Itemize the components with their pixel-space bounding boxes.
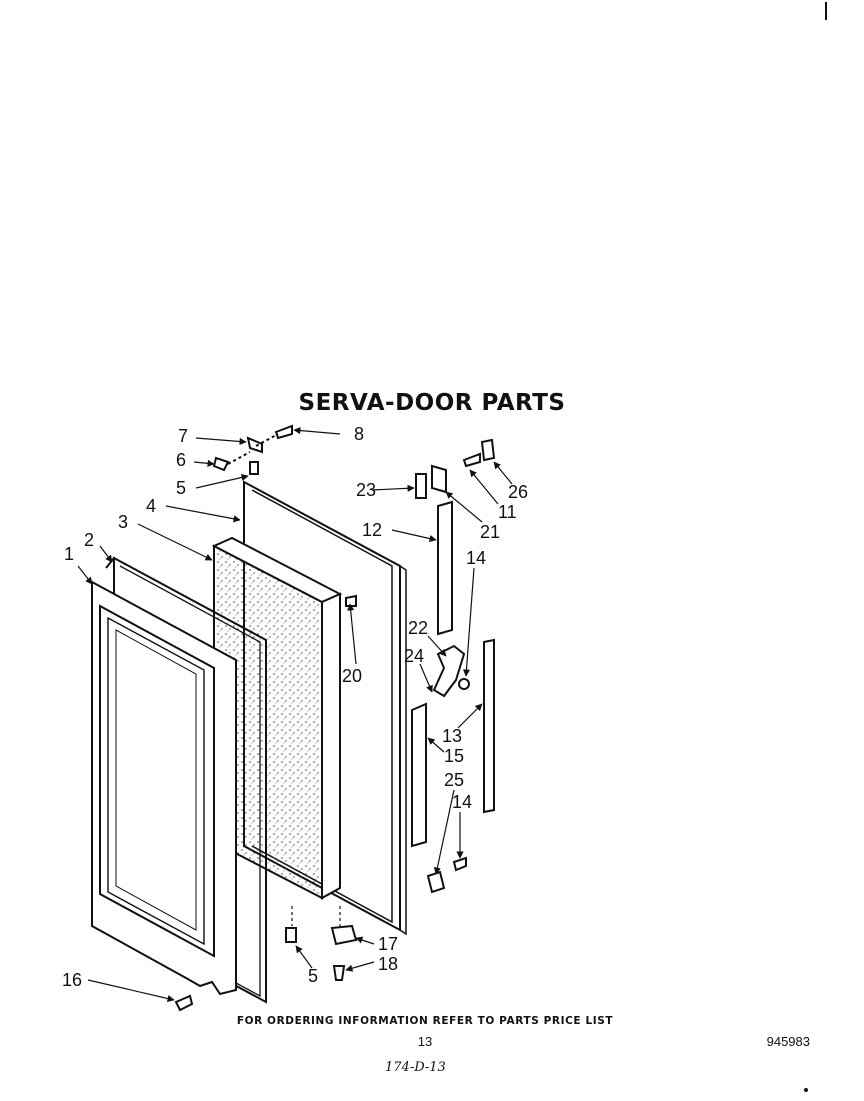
handwritten-code: 174-D-13 <box>385 1060 446 1075</box>
callout-5-bottom: 5 <box>308 966 318 986</box>
bottom-screw <box>332 965 346 981</box>
trim-strip <box>483 638 495 814</box>
callout-4: 4 <box>146 496 156 516</box>
callout-1: 1 <box>64 544 74 564</box>
lower-clip <box>426 870 446 894</box>
page-number: 13 <box>417 1034 433 1049</box>
callout-8: 8 <box>354 424 364 444</box>
callout-17: 17 <box>378 934 398 954</box>
callout-15: 15 <box>444 746 464 766</box>
bottom-hinge-bracket <box>330 924 358 946</box>
handle-upper <box>437 500 453 636</box>
lower-screw <box>452 856 467 872</box>
callout-5-top: 5 <box>176 478 186 498</box>
handle-lower <box>411 702 427 848</box>
insulation-panel <box>211 536 343 900</box>
lower-bushing <box>285 927 297 943</box>
leader-lines <box>77 426 513 1003</box>
callout-24: 24 <box>404 646 424 666</box>
callout-14-lower: 14 <box>452 792 472 812</box>
callout-7: 7 <box>178 426 188 446</box>
callout-12: 12 <box>362 520 382 540</box>
document-number: 945983 <box>766 1034 810 1049</box>
callout-25: 25 <box>444 770 464 790</box>
liner-screw <box>174 994 194 1012</box>
corner-dot <box>804 1088 808 1092</box>
handle-top-hardware <box>415 438 496 499</box>
ordering-note: FOR ORDERING INFORMATION REFER TO PARTS … <box>236 1015 614 1027</box>
fitting-screw <box>458 678 470 690</box>
callout-6: 6 <box>176 450 186 470</box>
callout-20: 20 <box>342 666 362 686</box>
top-hinge-hardware <box>212 424 293 475</box>
door-inner-liner <box>91 580 237 996</box>
callout-2: 2 <box>84 530 94 550</box>
callout-26: 26 <box>508 482 528 502</box>
callout-18: 18 <box>378 954 398 974</box>
page-title: SERVA-DOOR PARTS <box>298 390 566 416</box>
panel-screw <box>345 594 357 607</box>
callout-22: 22 <box>408 618 428 638</box>
callout-14-upper: 14 <box>466 548 486 568</box>
callout-13: 13 <box>442 726 462 746</box>
callout-3: 3 <box>118 512 128 532</box>
callout-11: 11 <box>498 502 517 522</box>
callout-23: 23 <box>356 480 376 500</box>
callout-16: 16 <box>62 970 82 990</box>
handle-fitting <box>432 644 466 698</box>
callout-21: 21 <box>480 522 500 542</box>
